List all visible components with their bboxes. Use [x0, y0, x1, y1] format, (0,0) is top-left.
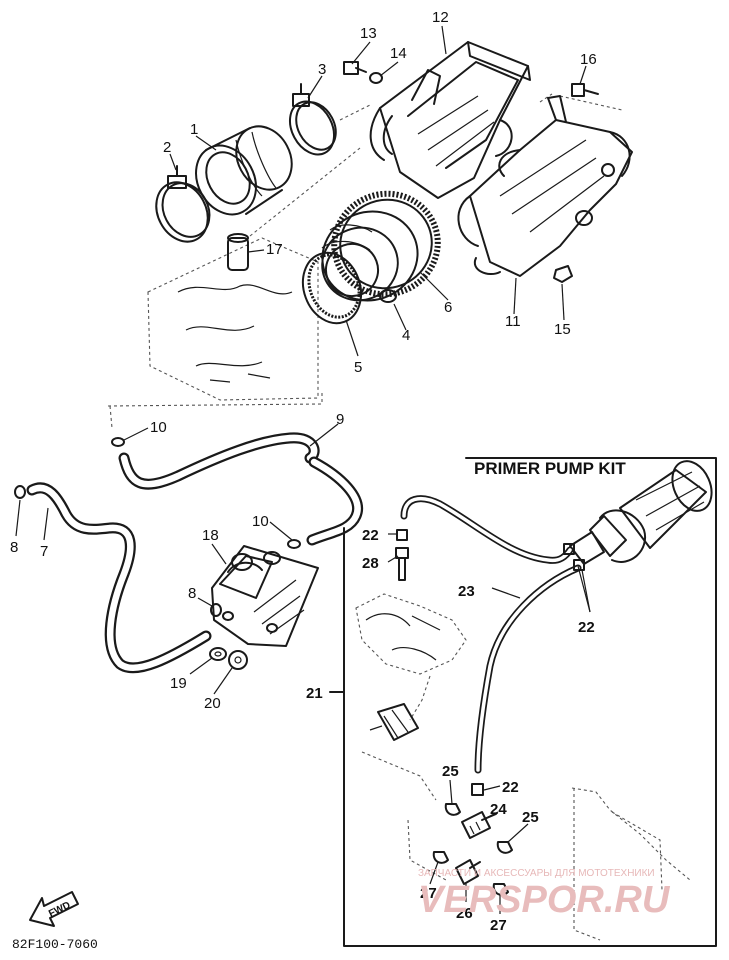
callout-5: 5 — [354, 359, 362, 376]
clip-10b — [287, 539, 301, 549]
callout-18: 18 — [202, 527, 219, 544]
callout-16: 16 — [580, 51, 597, 68]
bolt-13 — [343, 61, 367, 75]
callout-23: 23 — [458, 583, 475, 600]
nut-20 — [228, 650, 248, 670]
nozzle-28 — [395, 547, 409, 581]
intake-duct-1 — [195, 125, 293, 216]
rubber-cap-17 — [227, 233, 249, 271]
callout-22c: 22 — [502, 779, 519, 796]
primer-pump-kit-title: PRIMER PUMP KIT — [474, 459, 626, 478]
callout-24: 24 — [490, 801, 507, 818]
watermark-tagline: ЗАПЧАСТИ И АКСЕССУАРЫ ДЛЯ МОТОТЕХНИКИ — [418, 868, 655, 879]
clip-27a — [432, 851, 449, 864]
callout-27a: 27 — [420, 885, 437, 902]
callout-2: 2 — [163, 139, 171, 156]
washer-19 — [209, 647, 227, 661]
callout-7: 7 — [40, 543, 48, 560]
nut-15 — [553, 265, 573, 283]
callout-25b: 25 — [522, 809, 539, 826]
bolt-16 — [571, 83, 599, 97]
kit-engine-outline — [355, 593, 691, 941]
band-clamp-3 — [288, 83, 337, 156]
callout-22a: 22 — [362, 527, 379, 544]
callout-19: 19 — [170, 675, 187, 692]
callout-6: 6 — [444, 299, 452, 316]
callout-3: 3 — [318, 61, 326, 78]
callout-22b: 22 — [578, 619, 595, 636]
clip-25b — [496, 841, 513, 854]
callout-1: 1 — [190, 121, 198, 138]
gasket-5 — [301, 251, 363, 325]
silencer-bracket-11 — [457, 95, 633, 277]
callout-8a: 8 — [10, 539, 18, 556]
leader-lines — [15, 25, 591, 914]
clip-8b — [210, 603, 222, 617]
tube-23 — [400, 495, 582, 774]
callout-21: 21 — [306, 685, 323, 702]
clip-25a — [444, 803, 461, 816]
callout-10a: 10 — [150, 419, 167, 436]
flame-arrester-6 — [331, 190, 441, 298]
watermark: ЗАПЧАСТИ И АКСЕССУАРЫ ДЛЯ МОТОТЕХНИКИ VE… — [418, 868, 671, 921]
clip-8a — [14, 485, 26, 499]
clip-22a — [396, 529, 408, 541]
callout-25a: 25 — [442, 763, 459, 780]
clip-22c — [471, 783, 484, 796]
watermark-logo: VERSPOR.RU — [418, 879, 671, 921]
callout-27b: 27 — [490, 917, 507, 934]
callout-12: 12 — [432, 9, 449, 26]
fuel-filter-18 — [211, 545, 319, 647]
callout-15: 15 — [554, 321, 571, 338]
drawing-code: 82F100-7060 — [12, 937, 98, 952]
silencer-cover-12 — [369, 41, 531, 199]
hose-7 — [26, 482, 212, 674]
washer-14 — [369, 72, 383, 84]
primer-pump-kit-frame — [329, 457, 717, 947]
callout-10b: 10 — [252, 513, 269, 530]
callout-9: 9 — [336, 411, 344, 428]
callout-11: 11 — [505, 313, 521, 330]
callout-17: 17 — [266, 241, 283, 258]
callout-14: 14 — [390, 45, 407, 62]
connector-26 — [455, 859, 481, 885]
primer-pump — [569, 460, 713, 565]
callout-26: 26 — [456, 905, 473, 922]
callout-28: 28 — [362, 555, 379, 572]
clip-10a — [111, 437, 125, 447]
engine-outline — [107, 93, 623, 429]
callout-13: 13 — [360, 25, 377, 42]
callout-20: 20 — [204, 695, 221, 712]
part-callouts: 1 2 3 4 5 6 7 8 8 9 10 10 11 12 13 14 15… — [10, 9, 597, 934]
callout-4: 4 — [402, 327, 410, 344]
callout-8b: 8 — [188, 585, 196, 602]
hose-9 — [118, 432, 363, 546]
